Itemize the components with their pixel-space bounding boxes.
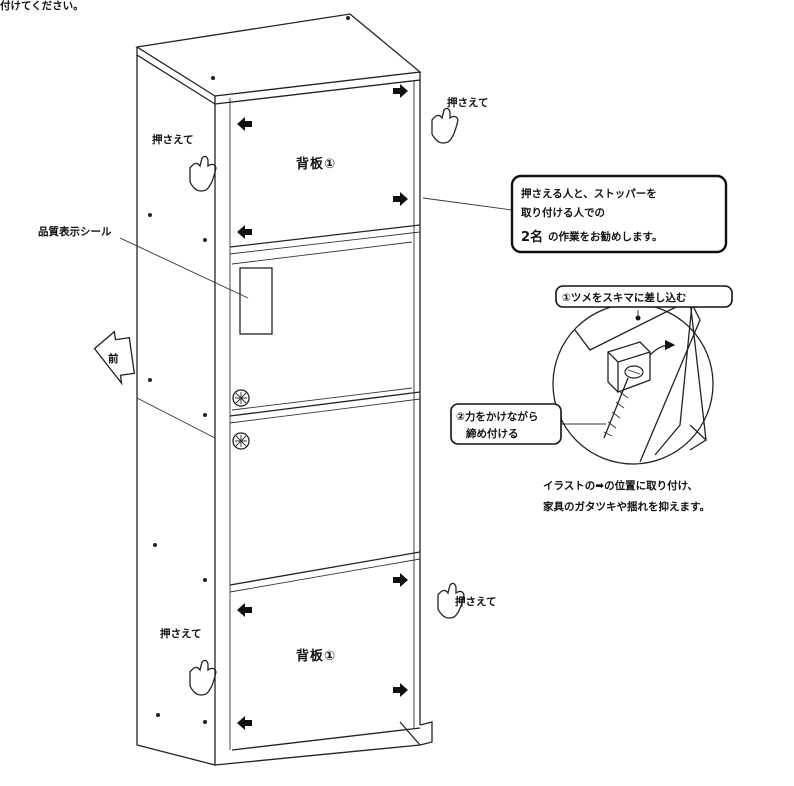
hold-label: 押さえて (152, 133, 193, 146)
callout-line-1: 押さえる人と、ストッパーを (521, 187, 657, 200)
quality-seal-label: 品質表示シール (38, 225, 112, 238)
hand-icon (189, 155, 217, 192)
cabinet-illustration (135, 13, 433, 766)
note-line-2: 家具のガタツキや揺れを抑えます。 (543, 500, 710, 513)
front-label: 前 (108, 352, 119, 365)
callout-line-3-strong: 2名 (521, 229, 543, 245)
hand-icon (189, 659, 217, 696)
step1-box (555, 285, 733, 308)
hold-label: 押さえて (455, 595, 496, 608)
stopper-detail (552, 299, 714, 465)
front-arrow-icon (93, 330, 136, 386)
step2-line-2: 締め付ける (466, 427, 519, 440)
hold-label: 押さえて (447, 96, 488, 109)
stopper-arrows (237, 84, 408, 730)
back-panel-label: 背板① (296, 156, 336, 172)
hold-label: 押さえて (160, 627, 201, 640)
callout-line-2: 取り付ける人での (521, 206, 605, 219)
callout-line-3: の作業をお勧めします。 (548, 230, 662, 243)
fitting-circle (232, 389, 250, 407)
header-fragment: 付けてください。 (0, 0, 84, 12)
back-panel-label: 背板① (296, 648, 336, 664)
hand-icon (437, 582, 465, 619)
step2-line-1: ②力をかけながら (456, 410, 538, 423)
note-line-1: イラストの➡の位置に取り付け、 (543, 479, 698, 492)
hand-icon (431, 107, 459, 144)
callout-box (510, 174, 728, 254)
step1-label: ①ツメをスキマに差し込む (562, 291, 686, 304)
fitting-circle (232, 432, 250, 450)
